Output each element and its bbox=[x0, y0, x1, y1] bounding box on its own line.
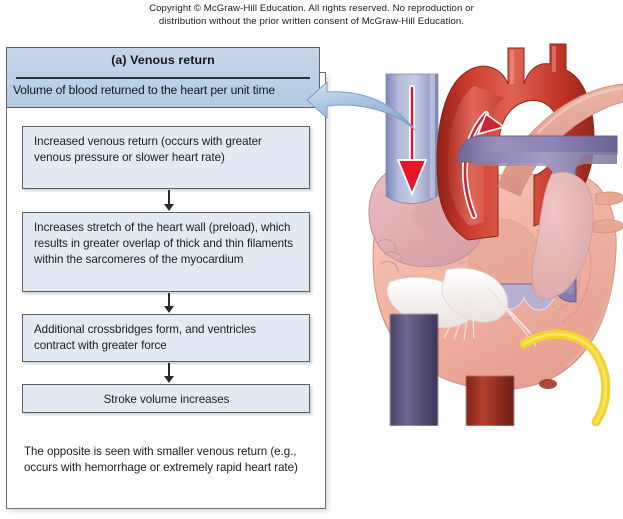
descending-aorta bbox=[466, 376, 514, 426]
heart-cutaway-illustration bbox=[368, 43, 623, 426]
chordae-tendineae bbox=[433, 287, 537, 347]
arrow-head bbox=[164, 376, 174, 383]
arrow-head bbox=[164, 204, 174, 211]
inferior-vena-cava bbox=[390, 314, 438, 426]
vessel-stubs bbox=[593, 191, 623, 234]
panel-header: (a) Venous return Volume of blood return… bbox=[6, 47, 320, 108]
arrow-head bbox=[164, 306, 174, 313]
arrow-stem bbox=[168, 190, 170, 205]
flow-connector-arrow-3-icon bbox=[164, 363, 175, 384]
flow-connector-arrow-2-icon bbox=[164, 293, 175, 314]
closing-note: The opposite is seen with smaller venous… bbox=[24, 445, 298, 475]
arrow-stem bbox=[168, 363, 170, 377]
page-title: (a) Venous return bbox=[111, 53, 215, 67]
flow-step-box-4: Stroke volume increases bbox=[22, 384, 310, 413]
callout-arrow-shape bbox=[306, 81, 416, 131]
flow-connector-arrow-1-icon bbox=[164, 190, 175, 212]
pulmonary-artery bbox=[497, 83, 623, 197]
flow-step-box-1: Increased venous return (occurs with gre… bbox=[22, 126, 310, 189]
right-ventricle-wall-flap bbox=[531, 171, 594, 300]
venous-return-definition: Volume of blood returned to the heart pe… bbox=[13, 83, 275, 97]
callout-arrow-to-venous-return bbox=[306, 81, 416, 131]
purkinje-fiber bbox=[519, 329, 611, 426]
arrow-stem bbox=[168, 293, 170, 307]
flow-step-box-2: Increases stretch of the heart wall (pre… bbox=[22, 212, 310, 292]
copyright-line-1: Copyright © McGraw-Hill Education. All r… bbox=[149, 3, 474, 14]
copyright-notice: Copyright © McGraw-Hill Education. All r… bbox=[0, 2, 623, 28]
coronary-vessel-stub bbox=[539, 379, 557, 389]
header-divider bbox=[16, 77, 310, 79]
copyright-line-2: distribution without the prior written c… bbox=[158, 16, 465, 27]
flow-step-box-3: Additional crossbridges form, and ventri… bbox=[22, 314, 310, 362]
